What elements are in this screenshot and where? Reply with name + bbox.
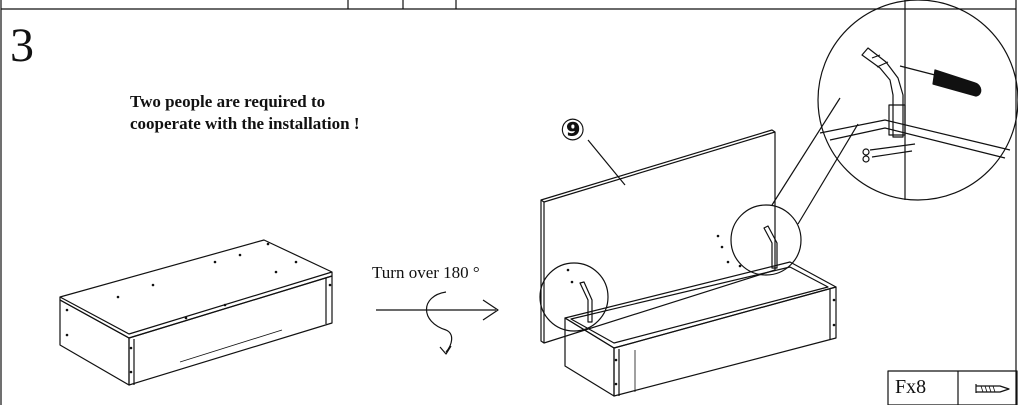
open-box-illustration (539, 97, 859, 397)
two-person-warning: Two people are required to cooperate wit… (130, 91, 359, 135)
part-number-label: ⑨ (560, 113, 586, 148)
turn-over-arrow (376, 291, 499, 355)
hinge-detail-zoom (817, 0, 1018, 201)
step-number: 3 (10, 19, 34, 72)
warning-line-1: Two people are required to (130, 92, 326, 111)
hardware-quantity-label: Fx8 (895, 376, 927, 398)
warning-line-2: cooperate with the installation ! (130, 114, 360, 133)
screw-icon (975, 384, 1010, 393)
turn-over-label: Turn over 180 ° (372, 263, 480, 282)
hardware-box (887, 370, 1018, 405)
closed-box-illustration (59, 239, 333, 386)
